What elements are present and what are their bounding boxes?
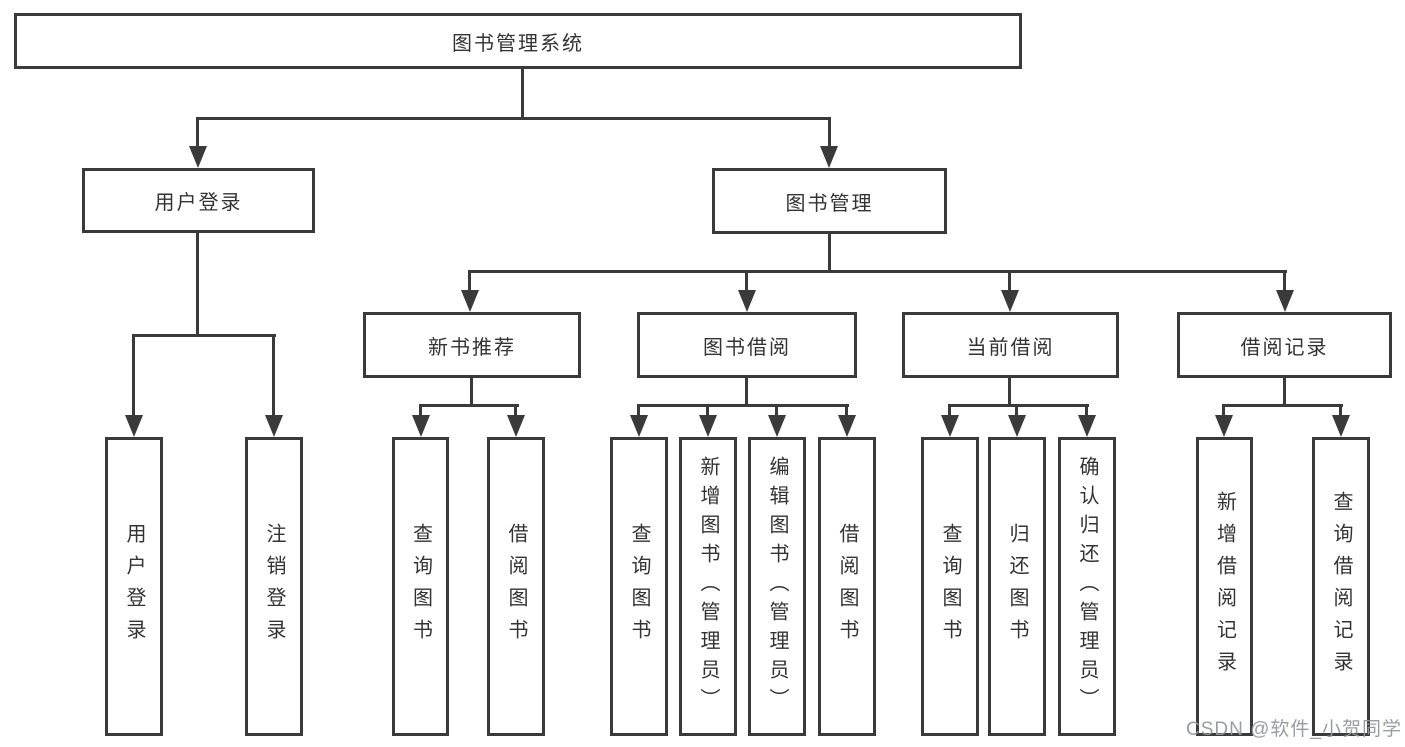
arrowhead-icon — [630, 415, 648, 437]
arrowhead-icon — [838, 415, 856, 437]
leaf-edit-books-admin: 编辑图书（管理员） — [748, 437, 806, 736]
connector-line — [1008, 378, 1011, 406]
leaf-add-borrow-record: 新增借阅记录 — [1196, 437, 1253, 736]
leaf-user-login: 用户登录 — [105, 437, 163, 736]
arrowhead-icon — [768, 415, 786, 437]
connector-line — [706, 404, 709, 417]
connector-line — [514, 404, 517, 417]
leaf-add-books-admin: 新增图书（管理员） — [679, 437, 737, 736]
node-label: 借阅图书 — [505, 522, 527, 651]
arrowhead-icon — [507, 415, 525, 437]
connector-line — [948, 404, 951, 417]
connector-line — [948, 404, 1089, 407]
arrowhead-icon — [265, 415, 283, 437]
connector-line — [1222, 404, 1225, 417]
leaf-return-books: 归还图书 — [988, 437, 1046, 736]
node-label: 确认归还（管理员） — [1076, 456, 1098, 717]
connector-line — [637, 404, 640, 417]
connector-line — [745, 270, 748, 292]
leaf-query-books-current: 查询图书 — [921, 437, 979, 736]
connector-line — [132, 334, 276, 337]
connector-line — [775, 404, 778, 417]
connector-line — [196, 233, 199, 335]
node-label: 查询借阅记录 — [1330, 490, 1352, 683]
node-current-borrowing: 当前借阅 — [902, 312, 1119, 378]
node-label: 新增借阅记录 — [1213, 490, 1236, 683]
node-label: 新书推荐 — [428, 336, 516, 359]
node-new-book-recommend: 新书推荐 — [363, 312, 581, 378]
connector-line — [1339, 404, 1342, 417]
node-user-login: 用户登录 — [82, 168, 315, 233]
arrowhead-icon — [699, 415, 717, 437]
node-label: 编辑图书（管理员） — [766, 456, 788, 717]
leaf-query-books-recommend: 查询图书 — [392, 437, 449, 736]
arrowhead-icon — [125, 415, 143, 437]
node-label: 注销登录 — [263, 522, 285, 651]
arrowhead-icon — [941, 415, 959, 437]
csdn-watermark: CSDN @软件_小贺同学 — [1186, 719, 1402, 740]
connector-line — [637, 404, 849, 407]
connector-line — [196, 117, 199, 148]
arrowhead-icon — [189, 146, 207, 168]
node-book-management: 图书管理 — [712, 168, 947, 234]
arrowhead-icon — [820, 146, 838, 168]
connector-line — [1008, 270, 1011, 292]
connector-line — [196, 117, 830, 120]
connector-line — [1283, 378, 1286, 406]
connector-line — [1015, 404, 1018, 417]
arrowhead-icon — [412, 415, 430, 437]
connector-line — [419, 404, 519, 407]
node-label: 图书管理 — [785, 192, 874, 215]
connector-line — [828, 234, 831, 271]
node-label: 借阅图书 — [836, 522, 858, 651]
node-label: 图书借阅 — [703, 336, 791, 359]
node-label: 新增图书（管理员） — [697, 456, 719, 717]
connector-line — [1085, 404, 1088, 417]
arrowhead-icon — [1008, 415, 1026, 437]
arrowhead-icon — [1276, 290, 1294, 312]
connector-line — [468, 270, 1287, 273]
node-book-borrowing: 图书借阅 — [637, 312, 857, 378]
node-label: 查询图书 — [409, 522, 432, 651]
connector-line — [745, 378, 748, 406]
node-label: 当前借阅 — [966, 336, 1055, 359]
node-label: 用户登录 — [154, 192, 243, 214]
leaf-logout: 注销登录 — [245, 437, 303, 736]
arrowhead-icon — [1215, 415, 1233, 437]
arrowhead-icon — [1001, 290, 1019, 312]
node-root: 图书管理系统 — [14, 13, 1022, 69]
connector-line — [132, 334, 135, 417]
connector-line — [521, 69, 524, 118]
leaf-borrow-books: 借阅图书 — [818, 437, 876, 736]
connector-line — [272, 334, 275, 417]
node-label: 图书管理系统 — [452, 32, 584, 55]
connector-line — [419, 404, 422, 417]
arrowhead-icon — [1078, 415, 1096, 437]
connector-line — [1222, 404, 1343, 407]
connector-line — [468, 270, 471, 292]
arrowhead-icon — [1332, 415, 1350, 437]
node-label: 用户登录 — [123, 522, 145, 651]
arrowhead-icon — [738, 290, 756, 312]
connector-line — [828, 117, 831, 148]
node-label: 借阅记录 — [1240, 336, 1329, 359]
leaf-query-books-borrow: 查询图书 — [610, 437, 668, 736]
leaf-confirm-return-admin: 确认归还（管理员） — [1058, 437, 1116, 736]
node-label: 归还图书 — [1006, 522, 1028, 651]
leaf-borrow-books-recommend: 借阅图书 — [487, 437, 545, 736]
connector-line — [470, 378, 473, 406]
connector-line — [1283, 270, 1286, 292]
node-label: 查询图书 — [628, 522, 650, 651]
leaf-query-borrow-record: 查询借阅记录 — [1312, 437, 1370, 736]
connector-line — [845, 404, 848, 417]
arrowhead-icon — [461, 290, 479, 312]
node-label: 查询图书 — [939, 522, 961, 651]
node-borrowing-records: 借阅记录 — [1177, 312, 1392, 378]
